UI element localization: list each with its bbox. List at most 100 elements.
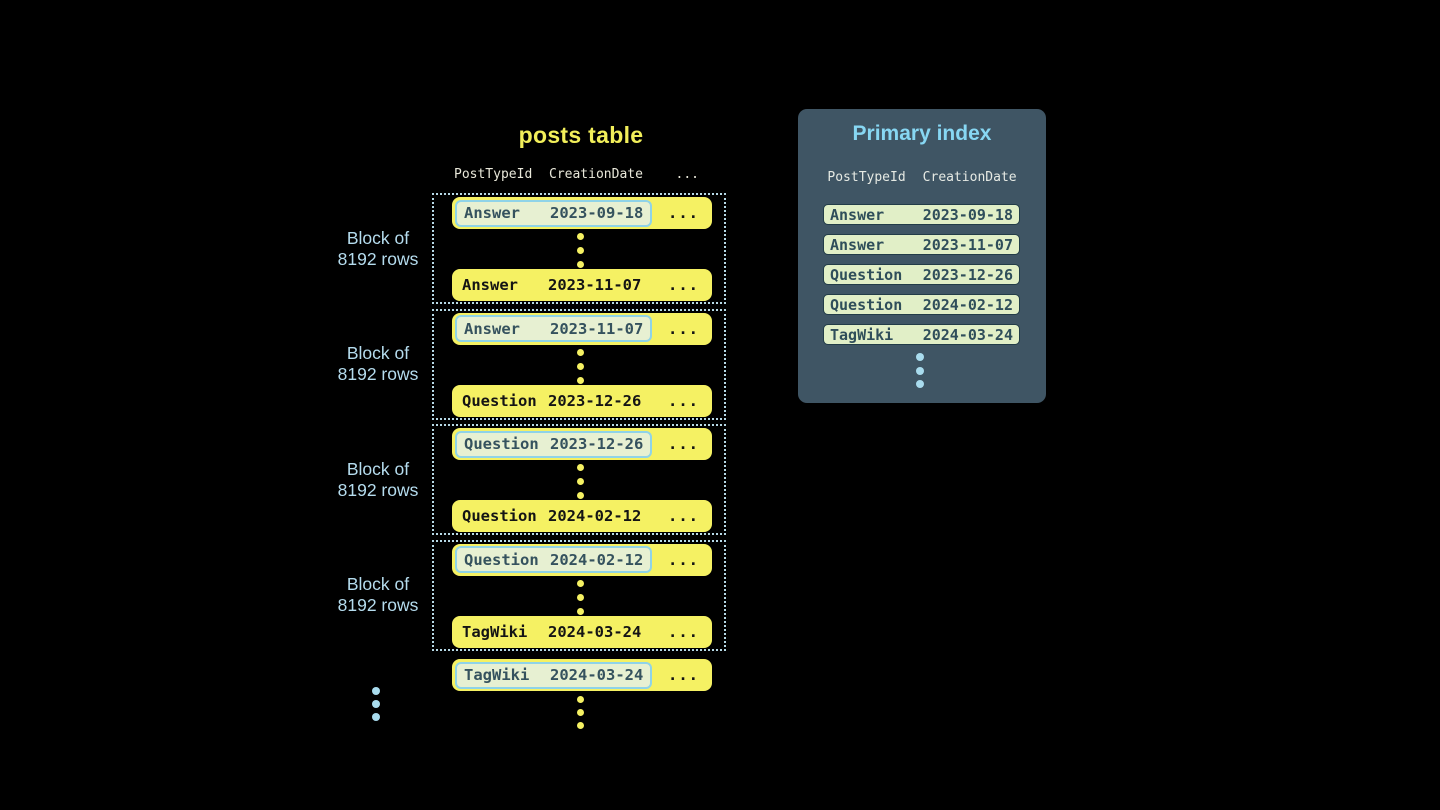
row-type-cell: TagWiki	[462, 622, 528, 641]
block-label-line2: 8192 rows	[337, 479, 419, 500]
more-rows-dot	[577, 709, 584, 716]
row-type-cell: Answer	[462, 276, 518, 294]
primary-index-title: Primary index	[852, 122, 992, 145]
block-label-line1: Block of	[346, 343, 410, 363]
row-type-cell: Question	[464, 435, 539, 453]
posts-block-2: Block of 8192 rows Answer 2023-11-07 ...…	[338, 308, 726, 420]
block-label-line2: 8192 rows	[337, 595, 419, 615]
row-type-cell: Answer	[464, 319, 520, 338]
row-date-cell: 2024-03-24	[550, 666, 644, 684]
row-date-cell: 2023-12-26	[548, 391, 642, 410]
row-more-cell: ...	[668, 622, 699, 641]
row-more-cell: ...	[668, 276, 699, 294]
row-gap-dot	[577, 593, 584, 601]
posts-table-column-headers: PostTypeId CreationDate ...	[452, 167, 712, 182]
block-first-row: Answer 2023-11-07 ...	[452, 312, 712, 345]
block-last-row: TagWiki 2024-03-24 ...	[452, 615, 712, 648]
more-blocks-dot	[372, 713, 380, 721]
index-row-type: TagWiki	[830, 325, 894, 344]
primary-index-row: Answer 2023-11-07	[823, 234, 1020, 255]
row-gap-dot	[577, 579, 584, 587]
column-header-creationdate: CreationDate	[549, 167, 643, 182]
more-index-entries-dot	[916, 380, 924, 388]
more-index-entries-dot	[916, 353, 924, 361]
index-row-date: 2024-02-12	[922, 295, 1013, 314]
row-gap-dot	[577, 348, 584, 356]
row-more-cell: ...	[668, 507, 699, 525]
more-blocks-dot	[372, 700, 380, 708]
block-label-line2: 8192 rows	[337, 248, 419, 269]
row-date-cell: 2024-03-24	[548, 622, 642, 641]
row-gap-dot	[577, 492, 584, 499]
primary-index-row: Answer 2023-09-18	[823, 204, 1020, 225]
block-label-line1: Block of	[346, 227, 410, 248]
row-date-cell: 2024-02-12	[550, 550, 644, 569]
index-row-type: Question	[830, 265, 903, 284]
posts-block-4: Block of 8192 rows Question 2024-02-12 .…	[338, 539, 726, 651]
index-entry-highlight: Answer 2023-09-18	[455, 199, 653, 227]
posts-block-3: Block of 8192 rows Question 2023-12-26 .…	[338, 424, 726, 535]
column-header-more: ...	[675, 167, 699, 182]
next-block-first-row: TagWiki 2024-03-24 ...	[452, 659, 712, 691]
primary-index-row: Question 2024-02-12	[823, 294, 1020, 315]
row-gap-dot	[577, 247, 584, 254]
row-date-cell: 2024-02-12	[548, 507, 642, 525]
block-last-row: Question 2024-02-12 ...	[452, 500, 712, 532]
row-type-cell: Question	[462, 507, 537, 525]
block-label-line1: Block of	[346, 574, 410, 594]
row-more-cell: ...	[668, 391, 699, 410]
index-row-date: 2023-12-26	[922, 265, 1013, 284]
block-first-row: Question 2024-02-12 ...	[452, 543, 712, 576]
index-row-type: Answer	[830, 235, 885, 254]
row-gap-dot	[577, 261, 584, 268]
row-gap-dot	[577, 233, 584, 240]
primary-index-panel: Primary index PostTypeId CreationDate An…	[798, 109, 1046, 403]
index-row-date: 2023-09-18	[922, 205, 1013, 224]
index-entry-highlight: Question 2023-12-26	[455, 430, 653, 458]
column-header-creationdate: CreationDate	[922, 170, 1017, 185]
block-size-label: Block of 8192 rows	[322, 343, 434, 385]
primary-index-row: Question 2023-12-26	[823, 264, 1020, 285]
row-date-cell: 2023-11-07	[550, 319, 644, 338]
block-size-label: Block of 8192 rows	[322, 459, 434, 501]
row-gap-dot	[577, 478, 584, 485]
primary-index-column-headers: PostTypeId CreationDate	[798, 170, 1046, 185]
row-date-cell: 2023-09-18	[550, 204, 644, 222]
block-size-label: Block of 8192 rows	[322, 228, 434, 270]
row-more-cell: ...	[668, 204, 699, 222]
row-date-cell: 2023-11-07	[548, 276, 642, 294]
block-first-row: Question 2023-12-26 ...	[452, 428, 712, 460]
block-size-label: Block of 8192 rows	[322, 574, 434, 616]
index-entry-highlight: Answer 2023-11-07	[455, 315, 653, 342]
more-index-entries-dot	[916, 367, 924, 375]
row-more-cell: ...	[668, 435, 699, 453]
column-header-posttypeid: PostTypeId	[454, 167, 533, 182]
index-row-type: Answer	[830, 205, 885, 224]
block-label-line1: Block of	[346, 458, 410, 479]
posts-table-title: posts table	[518, 122, 644, 148]
block-first-row: Answer 2023-09-18 ...	[452, 197, 712, 229]
row-gap-dot	[577, 376, 584, 384]
block-label-line2: 8192 rows	[337, 364, 419, 384]
row-type-cell: TagWiki	[464, 666, 530, 684]
row-gap-dot	[577, 362, 584, 370]
column-header-posttypeid: PostTypeId	[827, 170, 906, 185]
primary-index-row: TagWiki 2024-03-24	[823, 324, 1020, 345]
row-type-cell: Answer	[464, 204, 520, 222]
more-rows-dot	[577, 722, 584, 729]
index-entry-highlight: Question 2024-02-12	[455, 546, 653, 573]
block-last-row: Question 2023-12-26 ...	[452, 384, 712, 417]
row-gap-dot	[577, 464, 584, 471]
row-more-cell: ...	[668, 319, 699, 338]
row-type-cell: Question	[464, 550, 539, 569]
more-blocks-dot	[372, 687, 380, 695]
more-rows-dot	[577, 696, 584, 703]
index-row-date: 2023-11-07	[922, 235, 1013, 254]
row-type-cell: Question	[462, 391, 537, 410]
row-more-cell: ...	[668, 666, 699, 684]
index-row-date: 2024-03-24	[922, 325, 1013, 344]
row-more-cell: ...	[668, 550, 699, 569]
row-date-cell: 2023-12-26	[550, 435, 644, 453]
posts-block-1: Block of 8192 rows Answer 2023-09-18 ...…	[338, 193, 726, 304]
